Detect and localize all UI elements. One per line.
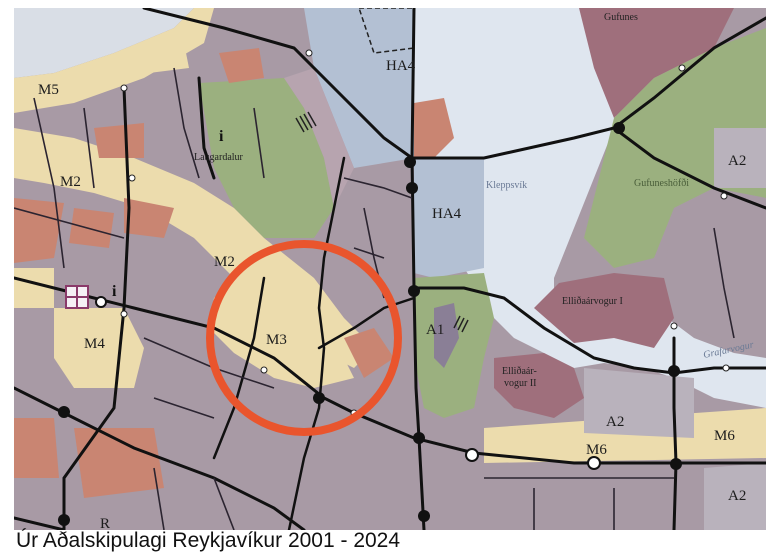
zone-label-r: R [100,516,110,530]
a2-ne-block [714,128,766,188]
industry-south [14,418,59,478]
industry-southwest [74,428,164,498]
zone-label-ha4-north: HA4 [386,58,416,74]
laugardalur-east [284,68,354,208]
place-label-ellidaarvogur-2-line2: vogur II [504,378,537,389]
zone-label-m6-south: M6 [586,442,607,458]
zone-label-ha4-mid: HA4 [432,206,462,222]
harbor-ha4-mid [414,158,484,278]
industry-west-3 [124,198,174,238]
mixed-patch-north [144,43,189,73]
place-label-ellidaarvogur-2-line1: Elliðaár- [502,366,537,377]
map-image: M5 M2 M2 M3 M4 M6 M6 HA4 HA4 A1 A2 A2 A2… [14,8,766,530]
industry-west-1 [14,198,64,263]
gufunes-area [579,8,734,118]
place-label-gufuneshofdi: Gufuneshöfði [634,178,689,189]
place-label-kleppsvik: Kleppsvík [486,180,527,191]
zone-label-m5: M5 [38,82,59,98]
water-bay [414,8,766,408]
zone-label-m2-center: M2 [214,254,235,270]
info-icon-laugardalur: i [219,128,224,145]
harbor-ha4-north [304,8,414,168]
park-gufuneshofdi [584,28,766,268]
water-northwest [14,8,194,78]
industry-ellidaarvogur-1 [534,273,674,348]
zone-label-m2-west: M2 [60,174,81,190]
place-label-gufunes: Gufunes [604,12,638,23]
a1-dark-strip [434,303,459,368]
interchange-rings [95,296,601,470]
info-icon-west: i [112,283,117,300]
zone-label-a1: A1 [426,322,444,338]
zone-label-m3: M3 [266,332,287,348]
mixed-m6 [484,408,766,463]
industry-west-2 [69,208,114,248]
industry-northwest [94,123,144,158]
highlight-circle [206,240,402,436]
industry-center-south [344,328,394,378]
mixed-m3 [209,278,354,388]
park-laugardalur [199,78,334,238]
zone-label-a2-se: A2 [728,488,746,504]
industry-north [414,98,454,158]
residential-east [664,188,766,348]
hatch-symbol-a1 [453,315,469,333]
a2-mid-block [584,368,694,438]
zoning-map: M5 M2 M2 M3 M4 M6 M6 HA4 HA4 A1 A2 A2 A2… [14,8,766,530]
a2-se-block [704,463,766,530]
industry-north-center [219,48,264,83]
zone-label-a2-mid: A2 [606,414,624,430]
road-junctions [58,122,682,526]
zone-label-m4: M4 [84,336,105,352]
mixed-m2-band [14,128,374,368]
place-label-laugardalur: Laugardalur [194,152,244,163]
place-label-ellidaarvogur-1: Elliðaárvogur I [562,296,623,307]
mixed-m5-strip [14,8,214,113]
zone-label-a2-ne: A2 [728,153,746,169]
mixed-patch-west [14,268,54,308]
cross-marker [65,285,89,309]
industry-ellidaarvogur-2 [494,353,584,418]
map-caption: Úr Aðalskipulagi Reykjavíkur 2001 - 2024 [16,529,401,552]
hatch-symbol-north [295,111,317,133]
zone-label-m6-east: M6 [714,428,735,444]
